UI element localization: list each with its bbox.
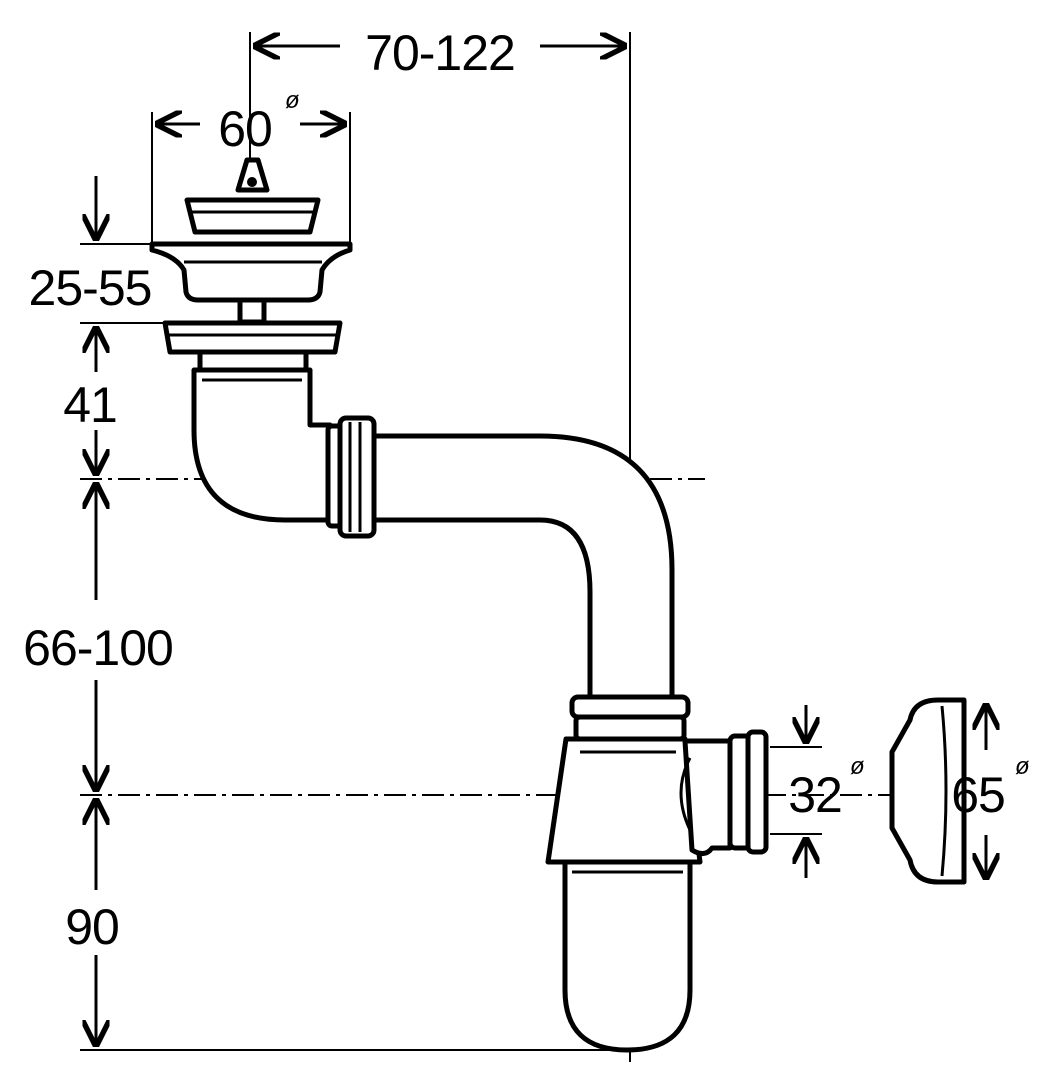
dimension-labels: 70-122 60 ø 25-55 41 66-100 90 32 ø 65 ø [23, 25, 1030, 955]
label-strainer-diameter: 60 [218, 101, 272, 157]
diameter-mark-rosette: ø [1015, 753, 1030, 780]
label-overall-width: 70-122 [365, 25, 515, 81]
stopper [184, 157, 321, 235]
elbow-pipe [191, 367, 333, 523]
label-stopper-height: 25-55 [29, 260, 152, 316]
trap-body [545, 736, 703, 865]
bent-tube [371, 433, 675, 700]
strainer-body [149, 241, 353, 325]
wall-rosette [889, 697, 967, 885]
extension-lines [80, 32, 822, 1051]
outlet-spigot [679, 729, 769, 856]
diameter-mark-strainer: ø [285, 87, 300, 114]
sink-flange [162, 320, 343, 373]
label-trap-height: 90 [65, 899, 119, 955]
trap-nut [569, 694, 691, 742]
label-rosette-diameter: 65 [951, 767, 1005, 823]
diameter-mark-outlet: ø [850, 753, 865, 780]
label-outlet-height: 41 [63, 377, 117, 433]
trap-cup [562, 859, 693, 1053]
coupling-nut [325, 415, 377, 539]
dimension-arrows [96, 46, 986, 1047]
label-vertical-adjust: 66-100 [23, 620, 173, 676]
label-outlet-diameter: 32 [788, 767, 842, 823]
